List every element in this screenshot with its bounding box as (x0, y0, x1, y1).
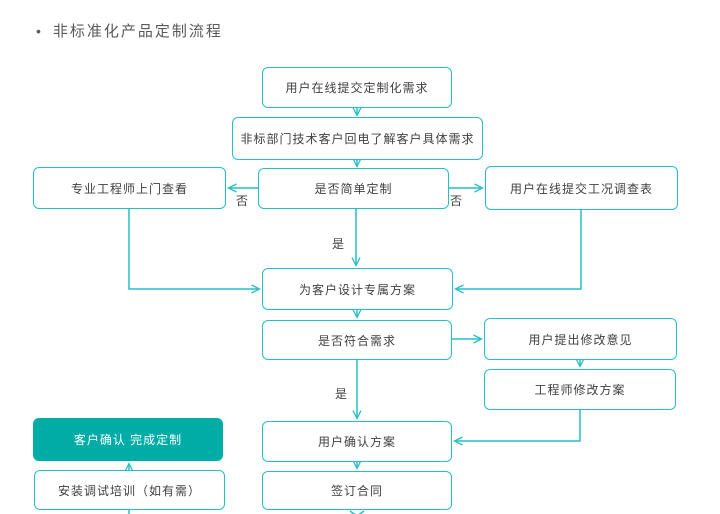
connector-survey-to-design (456, 210, 582, 289)
flow-node-design-solution: 为客户设计专属方案 (262, 268, 453, 310)
page-title: • 非标准化产品定制流程 (36, 20, 223, 41)
flow-node-sign-contract: 签订合同 (262, 471, 452, 510)
flow-node-revise-solution: 工程师修改方案 (484, 369, 676, 410)
edge-label-yes-top: 是 (332, 237, 345, 251)
page-title-text: 非标准化产品定制流程 (52, 23, 223, 40)
flow-node-callback: 非标部门技术客户回电了解客户具体需求 (232, 117, 483, 160)
flow-node-simple-decision: 是否简单定制 (258, 168, 449, 209)
flow-node-survey-form: 用户在线提交工况调查表 (485, 166, 678, 210)
flow-node-confirm-solution: 用户确认方案 (262, 421, 452, 462)
connector-visit-to-design (128, 209, 259, 289)
flow-node-feedback: 用户提出修改意见 (484, 318, 677, 360)
edge-label-yes-mid: 是 (335, 387, 348, 401)
edge-label-no-right: 否 (450, 194, 463, 208)
connector-revise-to-confirm (455, 410, 581, 441)
flow-node-meets-needs: 是否符合需求 (262, 320, 452, 360)
flow-node-submit-request: 用户在线提交定制化需求 (262, 67, 452, 108)
flow-node-complete: 客户确认 完成定制 (33, 418, 223, 461)
edge-label-no-left: 否 (236, 194, 249, 208)
flow-node-install-training: 安装调试培训（如有需） (34, 470, 225, 510)
flow-node-engineer-visit: 专业工程师上门查看 (33, 167, 226, 209)
bullet-icon: • (36, 22, 41, 39)
